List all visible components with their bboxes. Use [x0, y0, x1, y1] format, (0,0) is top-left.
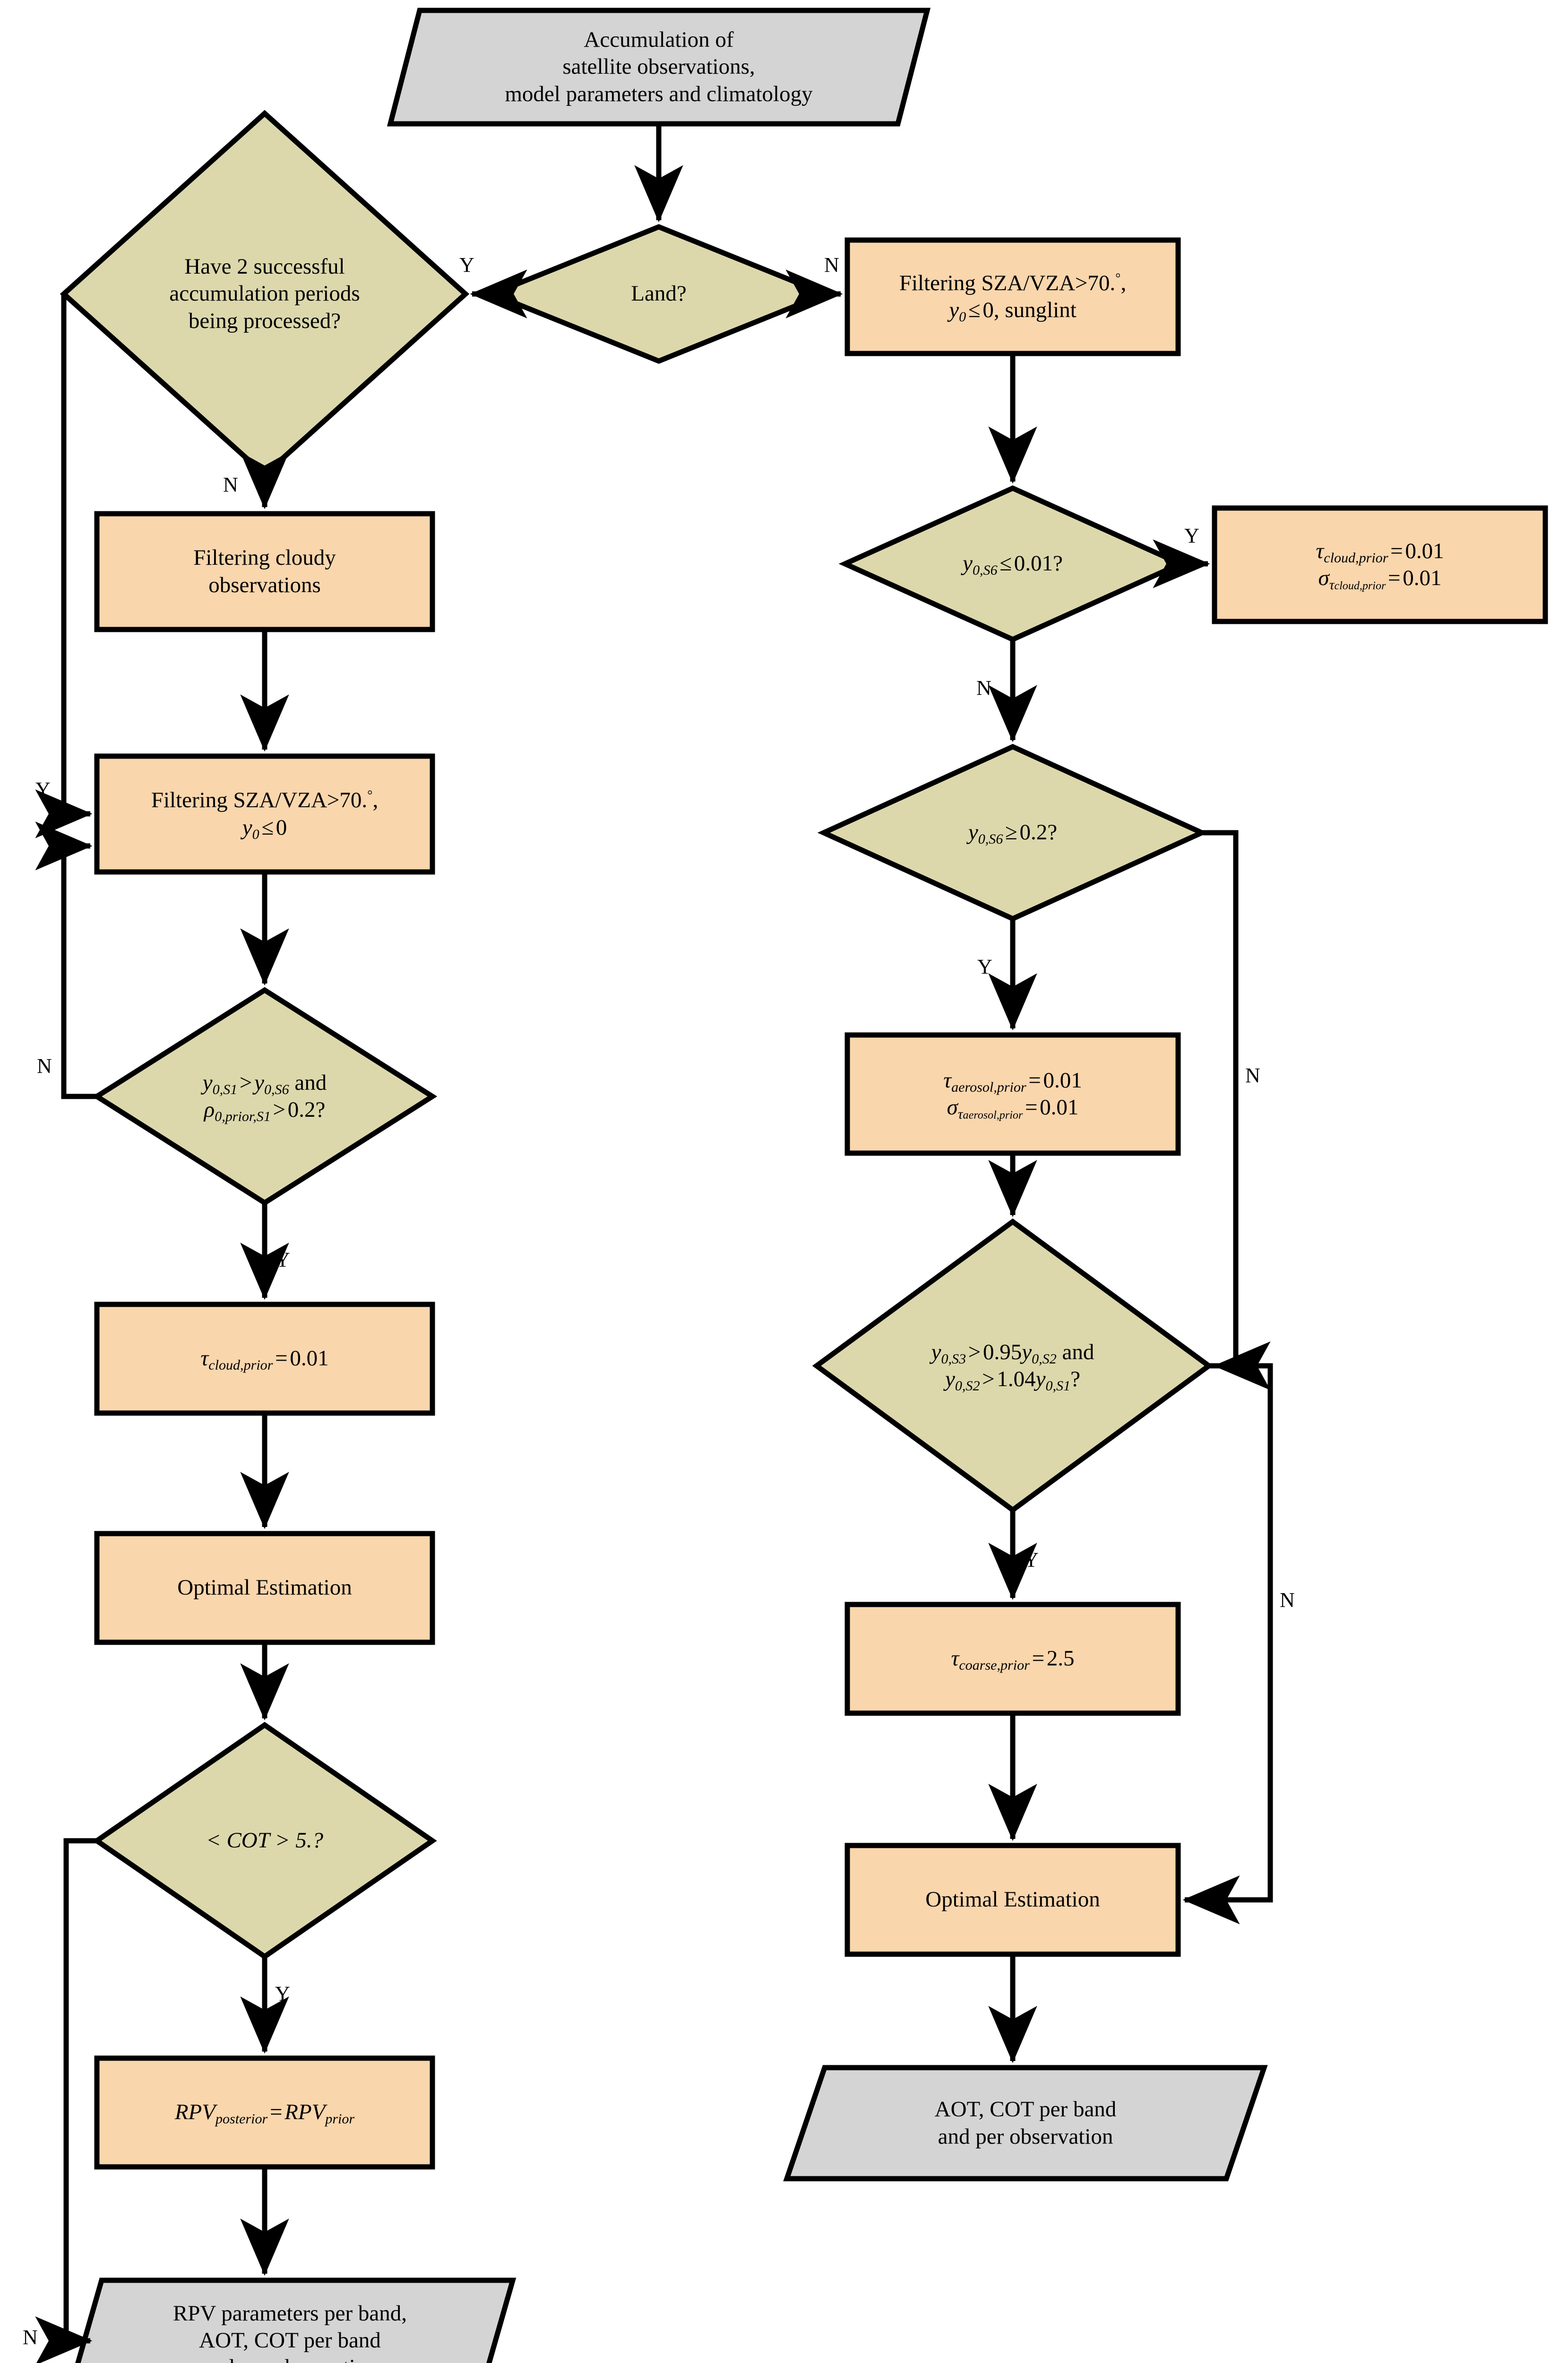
- shape-optimal-estimation-land: [94, 1531, 435, 1645]
- edge-label-band-ratio-land-yes: Y: [275, 1248, 290, 1271]
- shape-output-ocean: [783, 2065, 1268, 2182]
- shape-tau-aerosol-prior: [844, 1032, 1181, 1156]
- shape-tau-coarse-prior: [844, 1602, 1181, 1716]
- edge-band-ratio-ocean-no-loop: [1182, 1363, 1273, 1924]
- shape-output-land: [75, 2277, 517, 2363]
- edge-label-y0s6-le-no: N: [976, 676, 991, 699]
- shape-band-ratio-ocean: [812, 1218, 1214, 1513]
- edge-label-accumulation-yes: Y: [35, 778, 51, 801]
- edge-label-band-ratio-land-no: N: [37, 1054, 52, 1078]
- shape-filter-sza-ocean: [844, 237, 1181, 356]
- shape-cot-decision: [92, 1722, 437, 1960]
- edge-label-land-no: N: [824, 253, 839, 276]
- edge-label-cot-yes: Y: [275, 1982, 290, 2005]
- edge-label-accumulation-no: N: [223, 473, 238, 496]
- shape-y0s6-ge-decision: [817, 743, 1208, 922]
- shape-land-decision: [485, 224, 832, 364]
- edge-label-band-ratio-ocean-yes: Y: [1024, 1548, 1039, 1571]
- edge-label-cot-no: N: [23, 2326, 38, 2349]
- shape-accumulation-decision: [60, 110, 470, 478]
- shape-filter-sza-land: [94, 753, 435, 875]
- shape-start-input: [387, 8, 931, 127]
- shape-band-ratio-land: [92, 987, 438, 1206]
- edge-accumulation-yes-loop: [35, 294, 93, 838]
- edge-label-y0s6-ge-no: N: [1245, 1064, 1260, 1087]
- edge-label-y0s6-ge-yes: Y: [977, 955, 992, 978]
- edge-cot-no-loop: [35, 1838, 97, 2363]
- edge-label-band-ratio-ocean-no: N: [1280, 1588, 1295, 1612]
- edge-label-y0s6-le-yes: Y: [1184, 524, 1199, 547]
- shape-tau-cloud-prior-ocean: [1212, 505, 1548, 624]
- edge-label-land-yes: Y: [459, 253, 474, 276]
- edge-band-ratio-land-no-loop: [35, 821, 97, 1099]
- shape-y0s6-le-decision: [838, 485, 1187, 643]
- shape-filter-cloudy: [94, 511, 435, 632]
- shape-tau-cloud-prior-land: [94, 1302, 435, 1416]
- edge-y0s6-ge-no-loop: [1202, 830, 1271, 1390]
- shape-rpv-posterior: [94, 2055, 435, 2170]
- shape-optimal-estimation-ocean: [844, 1843, 1181, 1957]
